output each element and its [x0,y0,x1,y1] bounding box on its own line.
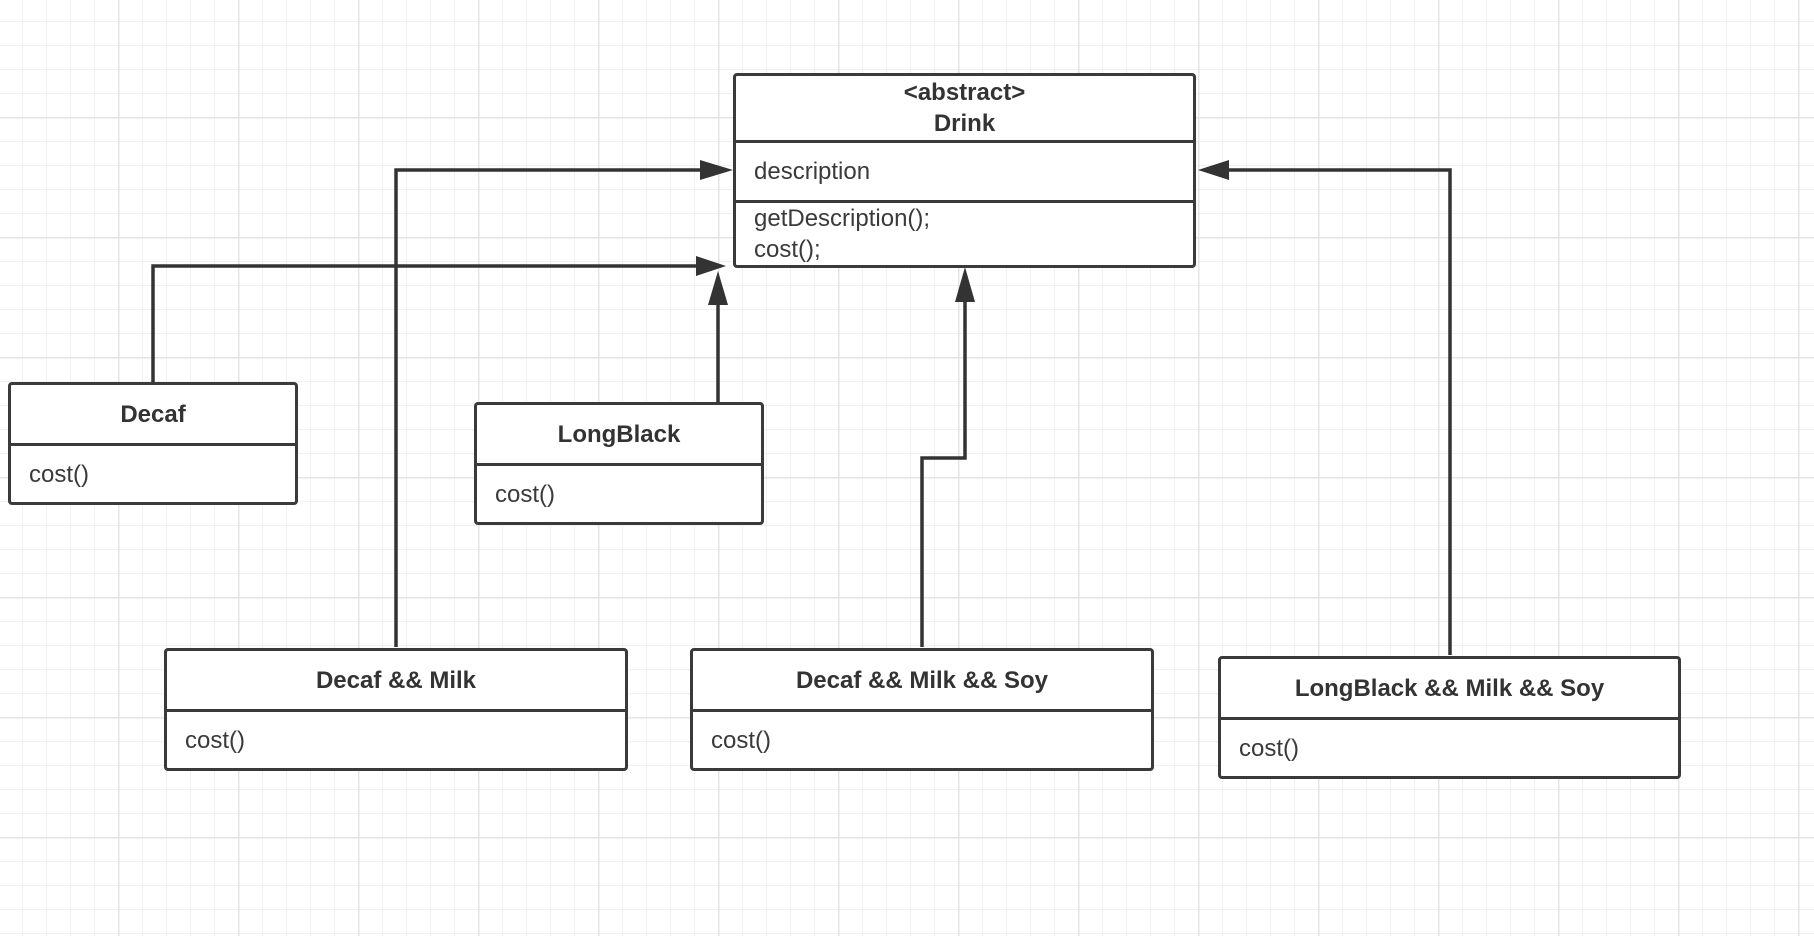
class-longblack-milk-soy[interactable]: LongBlack && Milk && Soy cost() [1218,656,1681,779]
class-decaf-milk[interactable]: Decaf && Milk cost() [164,648,628,771]
class-drink-name: Drink [933,110,996,137]
edge-decaf-milk-soy-to-drink [920,300,967,647]
class-drink-method: cost(); [754,236,821,263]
class-drink-attribute: description [754,158,871,185]
class-drink-attributes: description [736,143,1193,203]
class-longblack[interactable]: LongBlack cost() [474,402,764,525]
class-decaf[interactable]: Decaf cost() [8,382,298,505]
class-decaf-milk-soy-methods: cost() [693,712,1151,768]
class-longblack-milk-soy-header: LongBlack && Milk && Soy [1221,659,1678,720]
edge-decaf-to-drink [151,264,700,383]
class-decaf-milk-soy-method: cost() [711,726,771,754]
class-decaf-milk-soy-header: Decaf && Milk && Soy [693,651,1151,712]
class-drink-header: <abstract> Drink [736,76,1193,143]
class-decaf-milk-method: cost() [185,726,245,754]
class-longblack-methods: cost() [477,466,761,522]
class-decaf-milk-name: Decaf && Milk [315,666,477,694]
class-longblack-milk-soy-name: LongBlack && Milk && Soy [1294,674,1605,702]
arrowhead-decaf-milk-soy [955,267,975,302]
arrowhead-longblack [708,271,728,305]
arrowhead-longblack-milk-soy [1198,160,1229,180]
edge-longblack-milk-soy-to-drink [1220,168,1452,655]
class-decaf-method: cost() [29,460,89,488]
arrowhead-decaf [696,256,726,276]
edge-decaf-milk-to-drink [394,168,700,647]
class-longblack-method: cost() [495,480,555,508]
class-drink-methods: getDescription(); cost(); [736,203,1193,265]
class-drink-stereotype: <abstract> [903,79,1026,106]
class-drink-method: getDescription(); [754,205,931,232]
class-decaf-milk-methods: cost() [167,712,625,768]
class-longblack-header: LongBlack [477,405,761,466]
class-decaf-milk-soy-name: Decaf && Milk && Soy [795,666,1049,694]
class-longblack-milk-soy-method: cost() [1239,734,1299,762]
class-decaf-milk-soy[interactable]: Decaf && Milk && Soy cost() [690,648,1154,771]
class-decaf-methods: cost() [11,446,295,502]
class-decaf-milk-header: Decaf && Milk [167,651,625,712]
class-decaf-name: Decaf [120,400,186,428]
arrowhead-decaf-milk [700,160,733,180]
class-longblack-milk-soy-methods: cost() [1221,720,1678,776]
class-longblack-name: LongBlack [557,420,681,448]
class-decaf-header: Decaf [11,385,295,446]
class-drink[interactable]: <abstract> Drink description getDescript… [733,73,1196,268]
